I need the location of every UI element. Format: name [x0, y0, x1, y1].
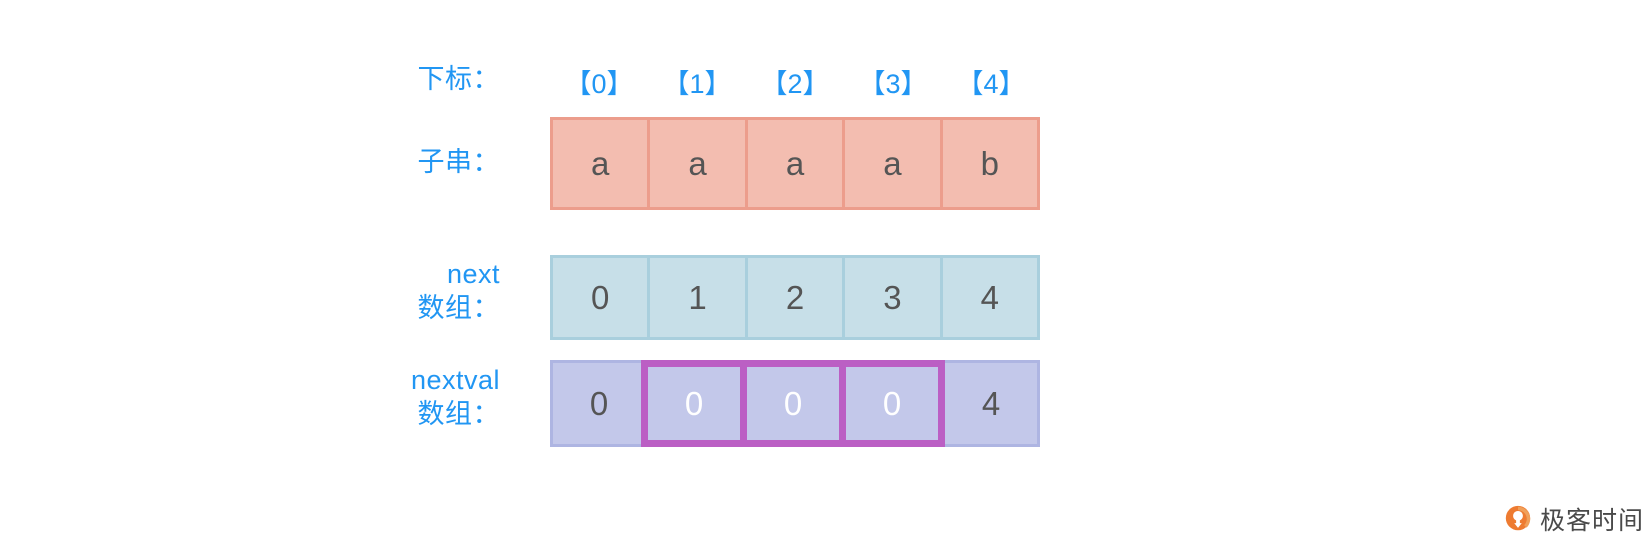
index-cell-0: 【0】 [564, 68, 634, 99]
substring-cell-4: b [939, 117, 1041, 210]
nextval-cell-3: 0 [839, 360, 945, 447]
next-array-row: 0 1 2 3 4 [550, 255, 1041, 340]
next-array-row-label: next 数组： [417, 259, 500, 323]
substring-cell-1: a [647, 117, 748, 210]
nextval-cell-2: 0 [740, 360, 846, 447]
nextval-cell-0: 0 [550, 360, 648, 447]
substring-cell-2: a [744, 117, 846, 210]
index-cell-1: 【1】 [662, 68, 732, 99]
nextval-array-row: 0 0 0 0 4 [550, 360, 1040, 447]
next-cell-3: 3 [842, 255, 943, 340]
next-cell-4: 4 [939, 255, 1041, 340]
geektime-logo-icon [1505, 505, 1531, 531]
watermark: 极客时间 [1503, 501, 1644, 537]
nextval-cell-4: 4 [942, 360, 1040, 447]
substring-cell-0: a [550, 117, 651, 210]
watermark-text: 极客时间 [1539, 506, 1644, 535]
index-row: 【0】 【1】 【2】 【3】 【4】 [550, 60, 1040, 102]
next-cell-2: 2 [744, 255, 846, 340]
index-row-label: 下标： [417, 64, 500, 94]
index-cell-2: 【2】 [760, 68, 830, 99]
substring-cell-3: a [842, 117, 943, 210]
nextval-array-row-label: nextval 数组： [410, 365, 500, 429]
next-cell-0: 0 [550, 255, 651, 340]
next-cell-1: 1 [647, 255, 748, 340]
index-cell-3: 【3】 [858, 68, 928, 99]
nextval-cell-1: 0 [641, 360, 747, 447]
substring-row: a a a a b [550, 117, 1041, 210]
substring-row-label: 子串： [417, 147, 500, 177]
index-cell-4: 【4】 [956, 68, 1026, 99]
